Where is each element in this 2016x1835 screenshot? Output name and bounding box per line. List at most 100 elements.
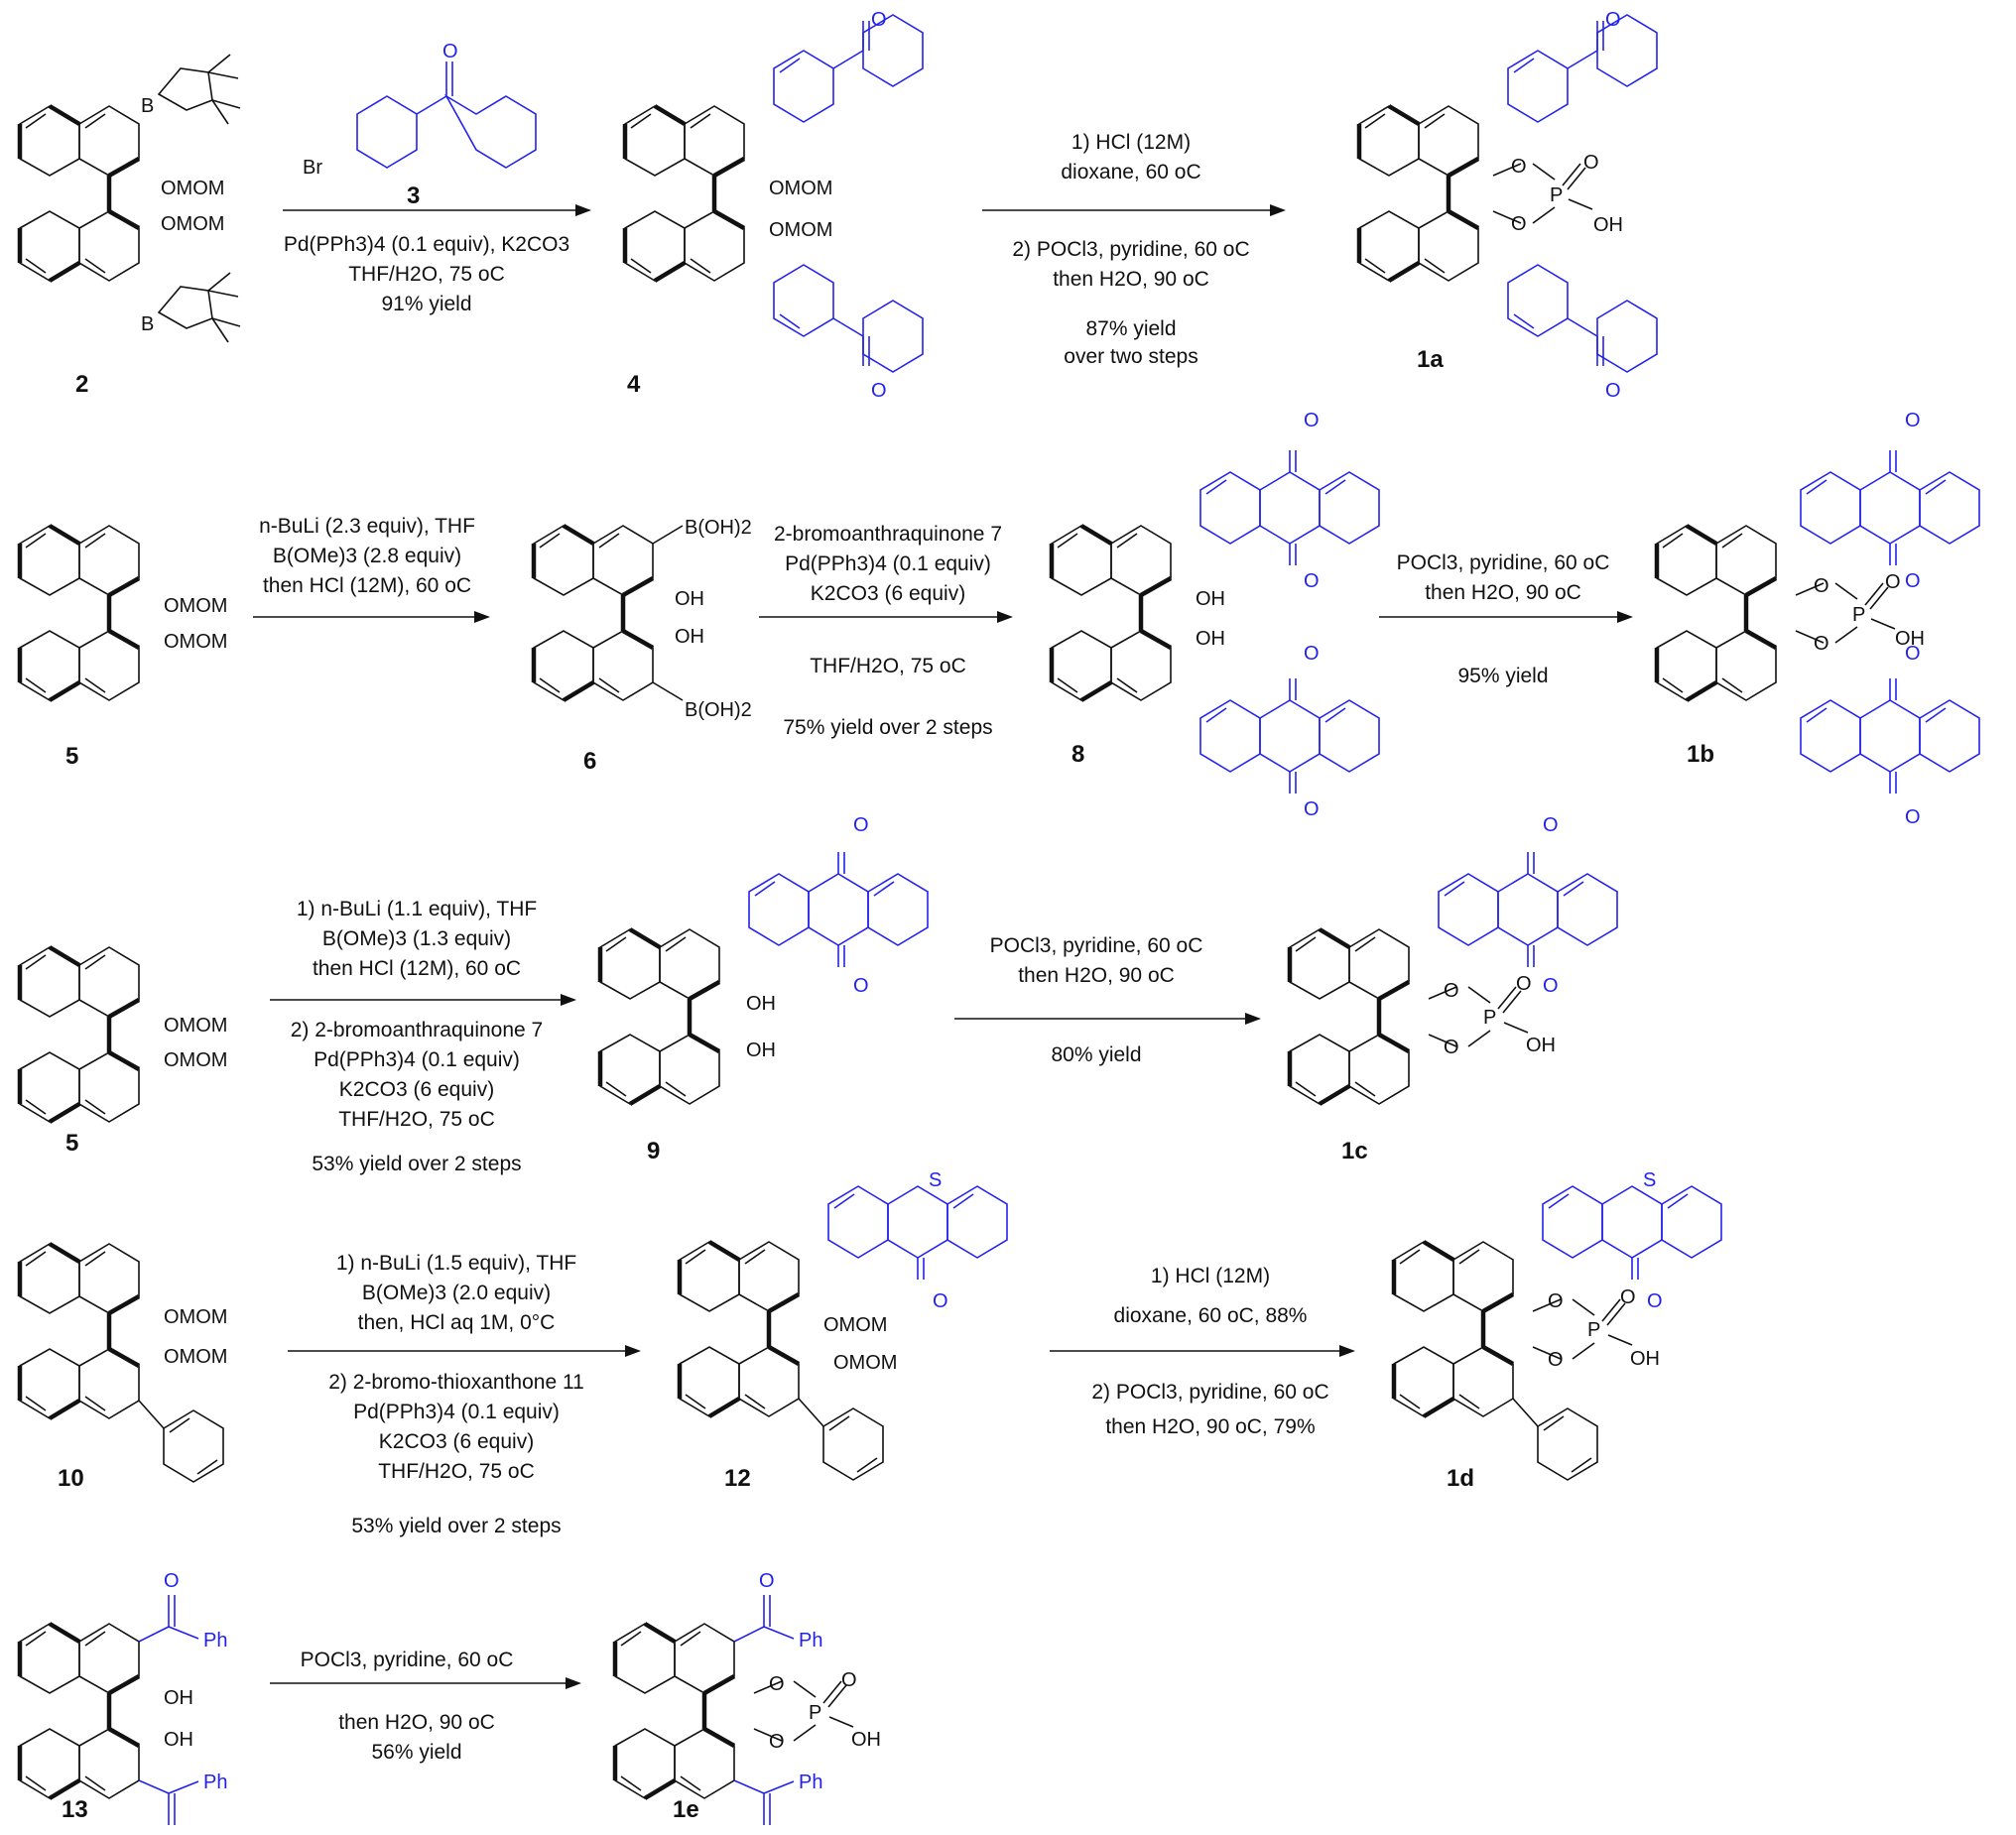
compound-label-1a: 1a — [1417, 346, 1444, 373]
atom-oh: OH — [746, 1040, 776, 1061]
atom-o: O — [1885, 571, 1901, 593]
atom-o: O — [853, 814, 869, 836]
atom-oh: OH — [1196, 628, 1225, 650]
condition-line: POCl3, pyridine, 60 oC — [1397, 551, 1610, 574]
compound-label-9: 9 — [647, 1138, 660, 1164]
condition-line: 1) HCl (12M) — [1071, 131, 1191, 154]
condition-line: then HCl (12M), 60 oC — [313, 957, 521, 980]
atom-b: B — [141, 313, 154, 335]
molecule-10: OMOM OMOM — [20, 1244, 227, 1483]
molecule-1d: O O P O OH S O — [1394, 1169, 1722, 1481]
condition-line: then, HCl aq 1M, 0°C — [358, 1311, 556, 1334]
compound-label-3: 3 — [407, 183, 420, 209]
condition-line: over two steps — [1064, 345, 1197, 368]
atom-o: O — [1814, 633, 1829, 655]
condition-line: K2CO3 (6 equiv) — [379, 1430, 534, 1453]
atom-oh: OH — [851, 1729, 881, 1751]
atom-o: O — [1548, 1290, 1564, 1312]
atom-o: O — [1548, 1349, 1564, 1371]
atom-omom: OMOM — [164, 1306, 227, 1328]
atom-p: P — [1550, 184, 1563, 206]
molecule-2: B B OMOM OMOM — [20, 54, 241, 343]
condition-line: POCl3, pyridine, 60 oC — [990, 934, 1203, 957]
arrow-head — [1245, 1013, 1261, 1025]
atom-p: P — [1587, 1319, 1600, 1341]
condition-line: K2CO3 (6 equiv) — [339, 1078, 494, 1101]
atom-o: O — [1647, 1290, 1663, 1312]
atom-o: O — [769, 1673, 785, 1695]
atom-o: O — [1620, 1286, 1636, 1308]
atom-oh: OH — [164, 1687, 193, 1709]
compound-label-1c: 1c — [1341, 1138, 1368, 1164]
condition-line: 87% yield — [1085, 317, 1176, 340]
condition-line: n-BuLi (2.3 equiv), THF — [259, 515, 475, 538]
arrow-head — [1339, 1345, 1355, 1357]
molecule-3: Br O — [303, 41, 537, 179]
atom-o: O — [1304, 798, 1320, 820]
atom-o: O — [1511, 213, 1527, 235]
molecule-12: OMOM OMOM S O — [680, 1169, 1008, 1481]
molecule-13: O Ph OH OH Ph — [20, 1570, 227, 1825]
atom-s: S — [1643, 1169, 1656, 1191]
reaction-conditions-5: POCl3, pyridine, 60 oC then H2O, 90 oC 9… — [1397, 551, 1610, 687]
atom-omom: OMOM — [161, 213, 224, 235]
condition-line: dioxane, 60 oC — [1061, 161, 1200, 184]
atom-b: B — [141, 95, 154, 117]
arrow-head — [474, 611, 490, 623]
atom-oh: OH — [1630, 1348, 1660, 1370]
condition-line: then HCl (12M), 60 oC — [263, 574, 471, 597]
compound-label-1d: 1d — [1447, 1465, 1474, 1492]
reaction-conditions-6: 1) n-BuLi (1.1 equiv), THF B(OMe)3 (1.3 … — [291, 898, 544, 1175]
condition-line: Pd(PPh3)4 (0.1 equiv) — [785, 552, 991, 575]
molecule-4: OMOM OMOM O O — [625, 9, 924, 402]
atom-o: O — [1516, 973, 1532, 995]
condition-line: dioxane, 60 oC, 88% — [1114, 1304, 1308, 1327]
atom-o: O — [841, 1669, 857, 1691]
condition-line: then H2O, 90 oC — [1018, 964, 1175, 987]
condition-line: 53% yield over 2 steps — [312, 1153, 521, 1175]
molecule-1a: O O P O OH O O — [1359, 9, 1658, 402]
atom-o: O — [1905, 806, 1921, 828]
arrow-head — [575, 204, 591, 216]
atom-o: O — [1444, 980, 1459, 1002]
atom-omom: OMOM — [164, 1049, 227, 1071]
condition-line: 53% yield over 2 steps — [351, 1515, 561, 1537]
condition-line: 1) n-BuLi (1.5 equiv), THF — [336, 1252, 576, 1275]
atom-o: O — [1583, 152, 1599, 174]
atom-oh: OH — [1895, 628, 1925, 650]
condition-line: 56% yield — [371, 1741, 461, 1764]
arrow-head — [566, 1677, 581, 1689]
condition-line: 2) 2-bromoanthraquinone 7 — [291, 1019, 544, 1041]
condition-line: K2CO3 (6 equiv) — [811, 582, 965, 605]
condition-line: 95% yield — [1457, 665, 1548, 687]
atom-o: O — [1905, 570, 1921, 592]
condition-line: 2-bromoanthraquinone 7 — [774, 523, 1002, 546]
atom-oh: OH — [1526, 1035, 1556, 1056]
atom-omom: OMOM — [164, 631, 227, 653]
condition-line: Pd(PPh3)4 (0.1 equiv) — [314, 1048, 520, 1071]
condition-line: 2) 2-bromo-thioxanthone 11 — [328, 1371, 584, 1394]
condition-line: 2) POCl3, pyridine, 60 oC — [1012, 238, 1249, 261]
condition-line: 80% yield — [1051, 1043, 1141, 1066]
atom-o: O — [871, 9, 887, 31]
condition-line: THF/H2O, 75 oC — [348, 263, 505, 286]
atom-omom: OMOM — [164, 1346, 227, 1368]
condition-line: 1) n-BuLi (1.1 equiv), THF — [297, 898, 537, 920]
compound-label-5: 5 — [65, 743, 78, 770]
reaction-conditions-4: 2-bromoanthraquinone 7 Pd(PPh3)4 (0.1 eq… — [774, 523, 1002, 739]
atom-o: O — [1304, 643, 1320, 665]
reaction-conditions-3: n-BuLi (2.3 equiv), THF B(OMe)3 (2.8 equ… — [259, 515, 475, 597]
atom-oh: OH — [1593, 214, 1623, 236]
atom-oh: OH — [746, 993, 776, 1015]
molecule-8: OH OH O O O O — [1052, 410, 1380, 820]
molecule-1e: O Ph O O P O OH Ph — [615, 1570, 881, 1825]
atom-o: O — [769, 1731, 785, 1753]
condition-line: B(OMe)3 (2.8 equiv) — [273, 545, 461, 567]
compound-label-10: 10 — [58, 1465, 84, 1492]
atom-o: O — [1543, 814, 1559, 836]
reaction-conditions-2: 1) HCl (12M) dioxane, 60 oC 2) POCl3, py… — [1012, 131, 1249, 368]
atom-o: O — [933, 1290, 948, 1312]
atom-omom: OMOM — [769, 178, 832, 199]
atom-omom: OMOM — [769, 219, 832, 241]
atom-omom: OMOM — [164, 595, 227, 617]
